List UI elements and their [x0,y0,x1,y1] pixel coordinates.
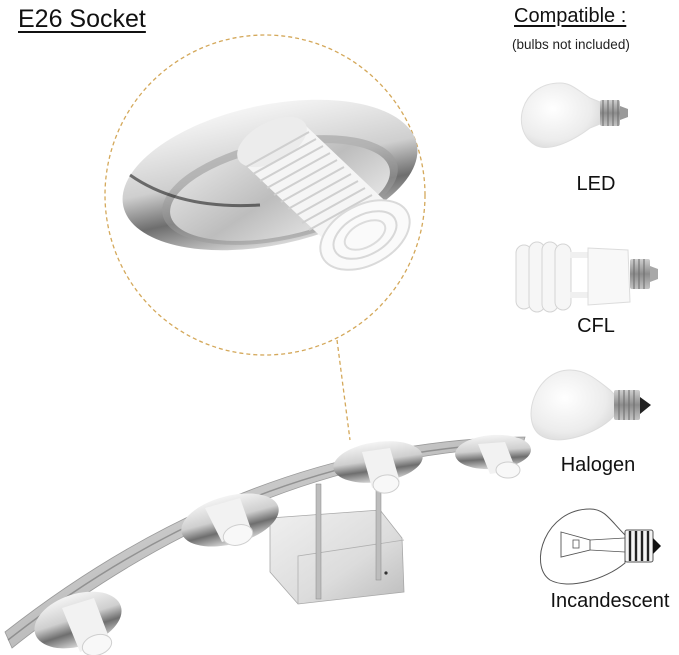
incandescent-bulb-icon [540,508,661,585]
bulb-label-led: LED [576,173,616,195]
bulb-label-cfl: CFL [577,315,615,337]
page-title: E26 Socket [18,5,146,33]
compatible-heading: Compatible : [514,5,627,27]
halogen-bulb-icon [530,369,651,441]
cfl-bulb-icon [515,241,658,313]
callout-circle [104,34,426,441]
bulb-label-incandescent: Incandescent [550,590,670,612]
bulbs-not-included-note: (bulbs not included) [512,37,630,52]
vanity-light-fixture-icon [4,434,531,655]
socket-closeup-icon [122,99,418,271]
bulb-label-halogen: Halogen [560,454,636,476]
led-bulb-icon [520,82,628,148]
